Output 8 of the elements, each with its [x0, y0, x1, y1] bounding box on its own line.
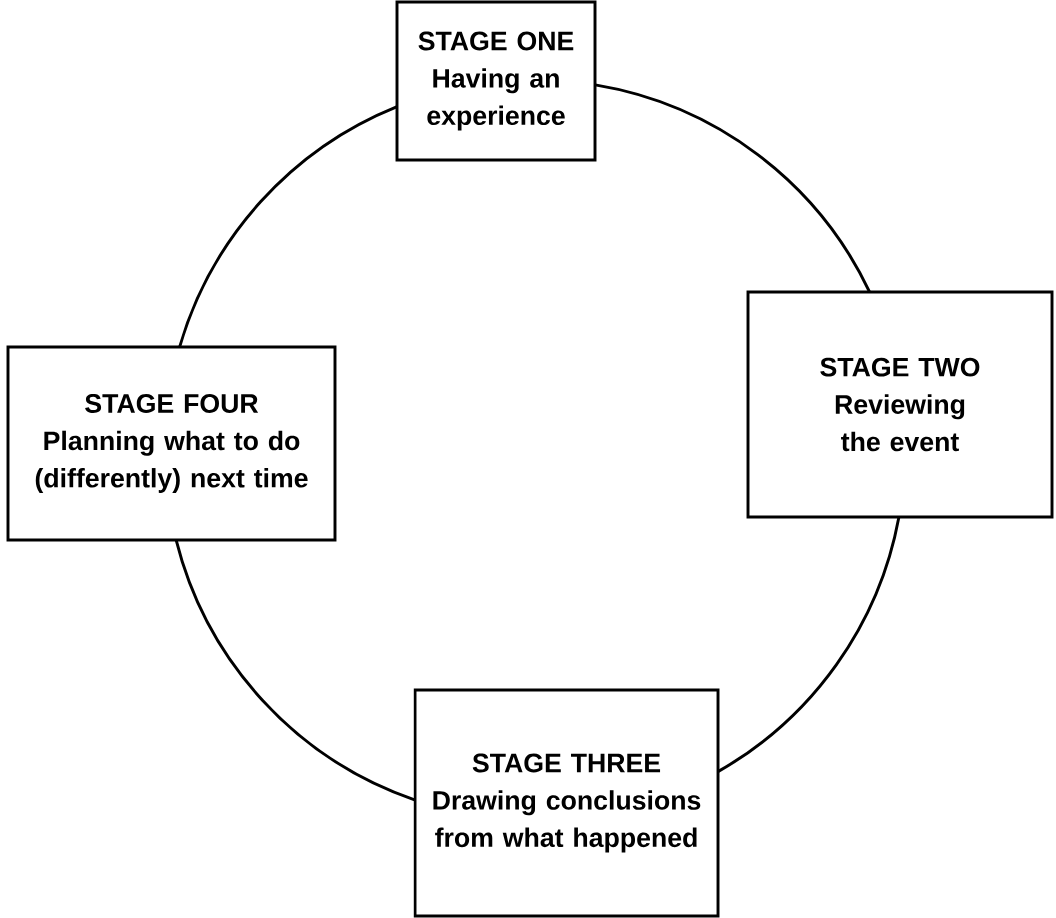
connector-arc	[178, 105, 398, 348]
process-box: STAGE ONE Having an experience	[395, 0, 597, 162]
process-box: STAGE FOUR Planning what to do (differently) next time	[6, 345, 337, 542]
process-box: STAGE TWO Reviewing the event	[746, 290, 1054, 519]
connector-arc	[594, 83, 871, 293]
process-box: STAGE THREE Drawing conclusions from what happened	[413, 688, 720, 918]
connector-arc	[717, 517, 901, 773]
connector-arc	[174, 539, 416, 802]
